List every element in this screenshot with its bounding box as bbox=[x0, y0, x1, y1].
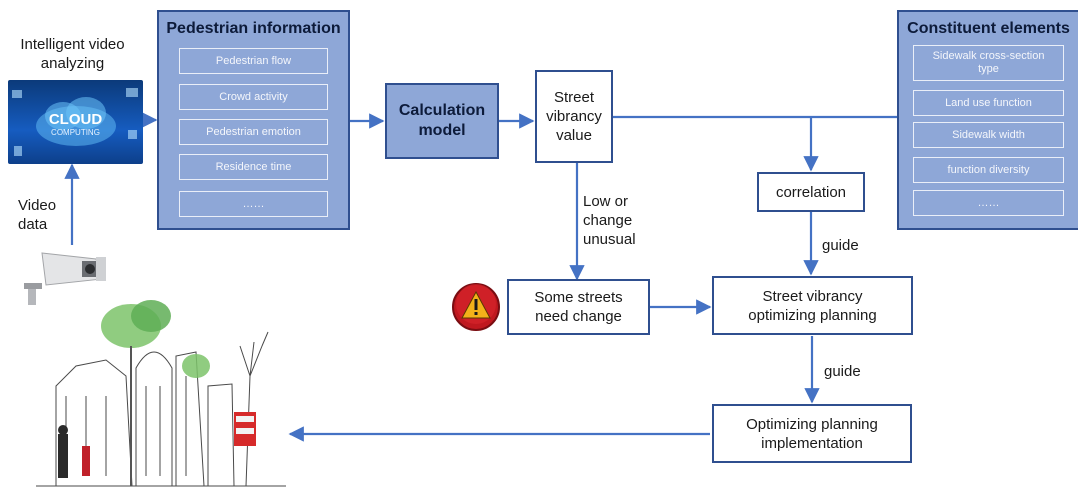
cloud-icon bbox=[12, 88, 138, 156]
video-analysis-label: Intelligent video analyzing bbox=[20, 36, 125, 72]
some-streets-box: Some streets need change bbox=[507, 279, 650, 335]
pedestrian-item-activity: Crowd activity bbox=[179, 84, 328, 110]
constituent-item-land-use: Land use function bbox=[913, 90, 1064, 116]
correlation-box: correlation bbox=[757, 172, 865, 212]
guide-label-2: guide bbox=[824, 363, 861, 380]
cloud-text: CLOUD bbox=[48, 111, 103, 128]
guide-label-1: guide bbox=[822, 237, 859, 254]
computing-text: COMPUTING bbox=[51, 128, 100, 137]
constituent-item-more: …… bbox=[913, 190, 1064, 216]
constituent-elements-title: Constituent elements bbox=[907, 20, 1070, 37]
street-vibrancy-value-box: Street vibrancy value bbox=[535, 70, 613, 163]
warning-icon bbox=[452, 283, 500, 331]
planning-implementation-box: Optimizing planning implementation bbox=[712, 404, 912, 463]
pedestrian-item-flow: Pedestrian flow bbox=[179, 48, 328, 74]
camera-icon bbox=[24, 252, 106, 305]
calculation-model-box: Calculation model bbox=[385, 83, 499, 159]
pedestrian-item-more: …… bbox=[179, 191, 328, 217]
city-sketch-image bbox=[36, 300, 286, 487]
optimizing-planning-box: Street vibrancy optimizing planning bbox=[712, 276, 913, 335]
pedestrian-item-residence: Residence time bbox=[179, 154, 328, 180]
pedestrian-item-emotion: Pedestrian emotion bbox=[179, 119, 328, 145]
pedestrian-info-title: Pedestrian information bbox=[166, 20, 341, 37]
constituent-item-sidewalk-width: Sidewalk width bbox=[913, 122, 1064, 148]
constituent-item-function-diversity: function diversity bbox=[913, 157, 1064, 183]
video-data-label: Video data bbox=[18, 197, 57, 233]
low-or-change-label: Low or change unusual bbox=[583, 193, 636, 248]
constituent-item-sidewalk-type: Sidewalk cross-section type bbox=[913, 45, 1064, 81]
constituent-elements-panel: Constituent elements Sidewalk cross-sect… bbox=[897, 10, 1078, 230]
pedestrian-info-panel: Pedestrian information Pedestrian flow C… bbox=[157, 10, 350, 230]
cloud-computing-image: CLOUD COMPUTING bbox=[8, 80, 143, 164]
